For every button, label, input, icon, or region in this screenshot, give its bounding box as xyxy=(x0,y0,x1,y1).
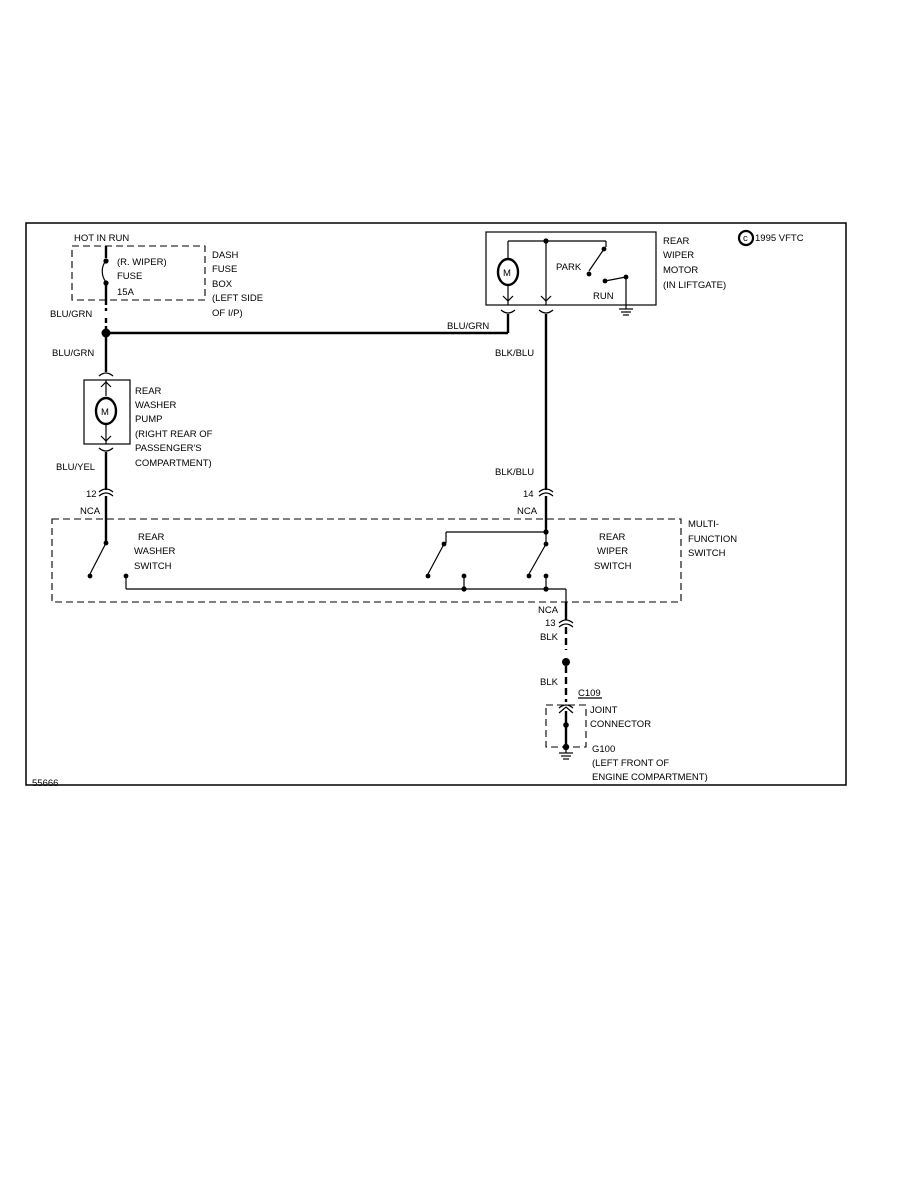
copyright-symbol: c xyxy=(743,233,748,244)
multifunction-label-1: MULTI- xyxy=(688,519,719,530)
ground-label-2: ENGINE COMPARTMENT) xyxy=(592,772,708,783)
fuse-box-label-1: DASH xyxy=(212,250,239,261)
wiper-motor: M PARK RUN REAR WIPER MOTOR (IN LIFTGATE… xyxy=(485,231,726,316)
fuse-box-outline xyxy=(71,245,206,301)
copyright-mark: c 1995 VFTC xyxy=(737,229,804,247)
washer-switch-label-2: WASHER xyxy=(134,546,175,557)
fuse-element xyxy=(101,260,107,283)
washer-pump-label-4: (RIGHT REAR OF xyxy=(135,429,213,440)
washer-pump-label-3: PUMP xyxy=(135,414,162,425)
washer-switch-label-1: REAR xyxy=(138,532,165,543)
multifunction-switch-outline xyxy=(51,518,682,603)
figure-id: 55666 xyxy=(32,778,58,789)
connector-id: C109 xyxy=(578,688,601,699)
inline-splice xyxy=(562,658,570,666)
wiper-switch-label-3: SWITCH xyxy=(594,561,632,572)
washer-switch-blade xyxy=(89,542,107,575)
copyright-text: 1995 VFTC xyxy=(755,233,804,244)
fuse-rating: 15A xyxy=(117,287,135,298)
wiper-switch-blade-2 xyxy=(528,543,547,575)
connector-label-2: CONNECTOR xyxy=(590,719,651,730)
nca-wiper: NCA xyxy=(517,506,538,517)
fuse-box-label-3: BOX xyxy=(212,279,233,290)
nca-ground: NCA xyxy=(538,605,559,616)
fuse-box-label-5: OF I/P) xyxy=(212,308,243,319)
wire-label-fuse-out: BLU/GRN xyxy=(50,309,92,320)
pin-ground: 13 xyxy=(545,618,556,629)
diagram-frame xyxy=(25,222,847,786)
hot-in-run-label: HOT IN RUN xyxy=(74,233,129,244)
multifunction-switch: MULTI- FUNCTION SWITCH REAR WASHER SWITC… xyxy=(51,518,737,603)
fuse-box: HOT IN RUN (R. WIPER) FUSE 15A DASH FUSE… xyxy=(71,233,263,319)
wire-label-to-ground: BLK xyxy=(540,677,559,688)
wire-label-to-pump: BLU/GRN xyxy=(52,348,94,359)
fuse-box-label-2: FUSE xyxy=(212,264,237,275)
connector-label-1: JOINT xyxy=(590,705,618,716)
wiper-switch-blade-1 xyxy=(427,543,445,575)
ground-id: G100 xyxy=(592,744,615,755)
joint-connector: C109 JOINT CONNECTOR xyxy=(545,688,651,751)
ground-label-1: (LEFT FRONT OF xyxy=(592,758,669,769)
multifunction-label-3: SWITCH xyxy=(688,548,726,559)
pin-wiper: 14 xyxy=(523,489,534,500)
washer-pump: M REAR WASHER PUMP (RIGHT REAR OF PASSEN… xyxy=(83,372,213,469)
wire-label-switch-out: BLK xyxy=(540,632,559,643)
washer-pump-label-5: PASSENGER'S xyxy=(135,443,202,454)
wire-label-pump-out: BLU/YEL xyxy=(56,462,95,473)
wiper-motor-label-1: REAR xyxy=(663,236,690,247)
wiper-motor-symbol: M xyxy=(503,268,511,279)
washer-pump-label-2: WASHER xyxy=(135,400,176,411)
park-switch-blade xyxy=(588,248,605,272)
fuse-name: (R. WIPER) xyxy=(117,257,167,268)
fuse-box-label-4: (LEFT SIDE xyxy=(212,293,263,304)
washer-pump-label-6: COMPARTMENT) xyxy=(135,458,212,469)
wire-label-motor-out: BLK/BLU xyxy=(495,348,534,359)
washer-pump-label-1: REAR xyxy=(135,386,162,397)
multifunction-label-2: FUNCTION xyxy=(688,534,737,545)
wiper-switch-label-1: REAR xyxy=(599,532,626,543)
wiper-motor-label-4: (IN LIFTGATE) xyxy=(663,280,726,291)
wiper-motor-label-3: MOTOR xyxy=(663,265,698,276)
wire-label-motor-to-switch: BLK/BLU xyxy=(495,467,534,478)
nca-washer: NCA xyxy=(80,506,101,517)
park-label: PARK xyxy=(556,262,582,273)
ground-g100: G100 (LEFT FRONT OF ENGINE COMPARTMENT) xyxy=(559,744,708,783)
washer-pump-box xyxy=(83,379,131,445)
run-label: RUN xyxy=(593,291,614,302)
washer-switch-label-3: SWITCH xyxy=(134,561,172,572)
wiper-motor-box xyxy=(485,231,657,306)
washer-pump-motor-symbol: M xyxy=(101,407,109,418)
wire-label-to-motor: BLU/GRN xyxy=(447,321,489,332)
wiper-motor-label-2: WIPER xyxy=(663,250,694,261)
pin-washer: 12 xyxy=(86,489,97,500)
fuse-word: FUSE xyxy=(117,271,142,282)
wiper-switch-label-2: WIPER xyxy=(597,546,628,557)
